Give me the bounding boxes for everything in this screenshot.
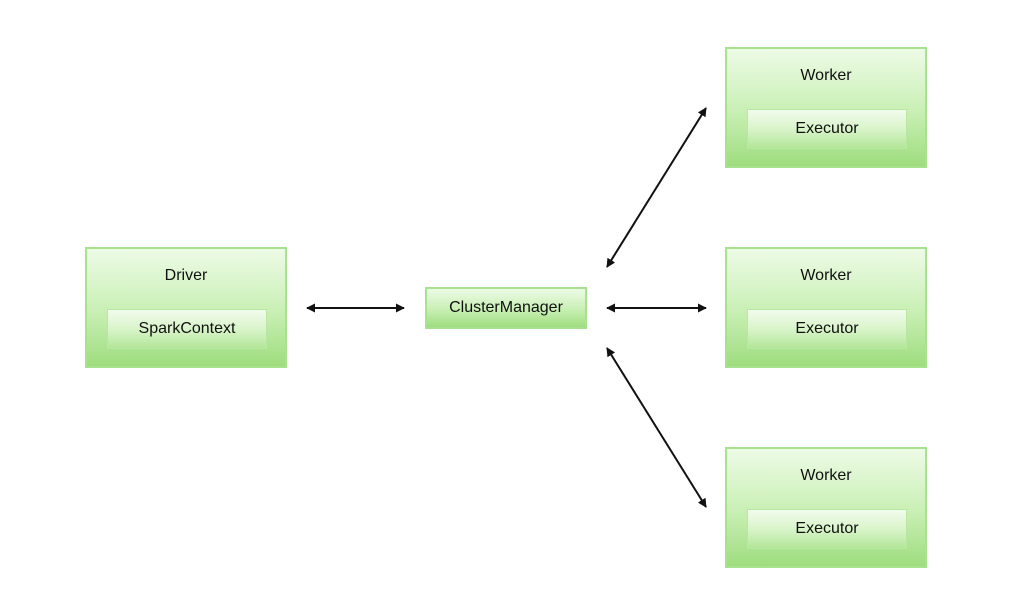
driver-node: Driver SparkContext <box>85 247 287 368</box>
arrow-clustermanager-worker-3 <box>606 347 707 508</box>
worker-title: Worker <box>800 67 852 84</box>
driver-title: Driver <box>164 267 208 284</box>
executor-label: Executor <box>795 520 859 537</box>
worker-title: Worker <box>800 467 852 484</box>
executor-label: Executor <box>795 120 859 137</box>
sparkcontext-box: SparkContext <box>107 309 267 349</box>
clustermanager-label: ClusterManager <box>449 299 563 316</box>
worker-title: Worker <box>800 267 852 284</box>
executor-box: Executor <box>747 509 907 549</box>
worker-node: Worker Executor <box>725 47 927 168</box>
executor-label: Executor <box>795 320 859 337</box>
worker-node: Worker Executor <box>725 447 927 568</box>
arrow-clustermanager-worker-1 <box>606 107 707 268</box>
worker-node: Worker Executor <box>725 247 927 368</box>
clustermanager-node: ClusterManager <box>425 287 587 329</box>
executor-box: Executor <box>747 109 907 149</box>
sparkcontext-label: SparkContext <box>138 320 236 337</box>
executor-box: Executor <box>747 309 907 349</box>
